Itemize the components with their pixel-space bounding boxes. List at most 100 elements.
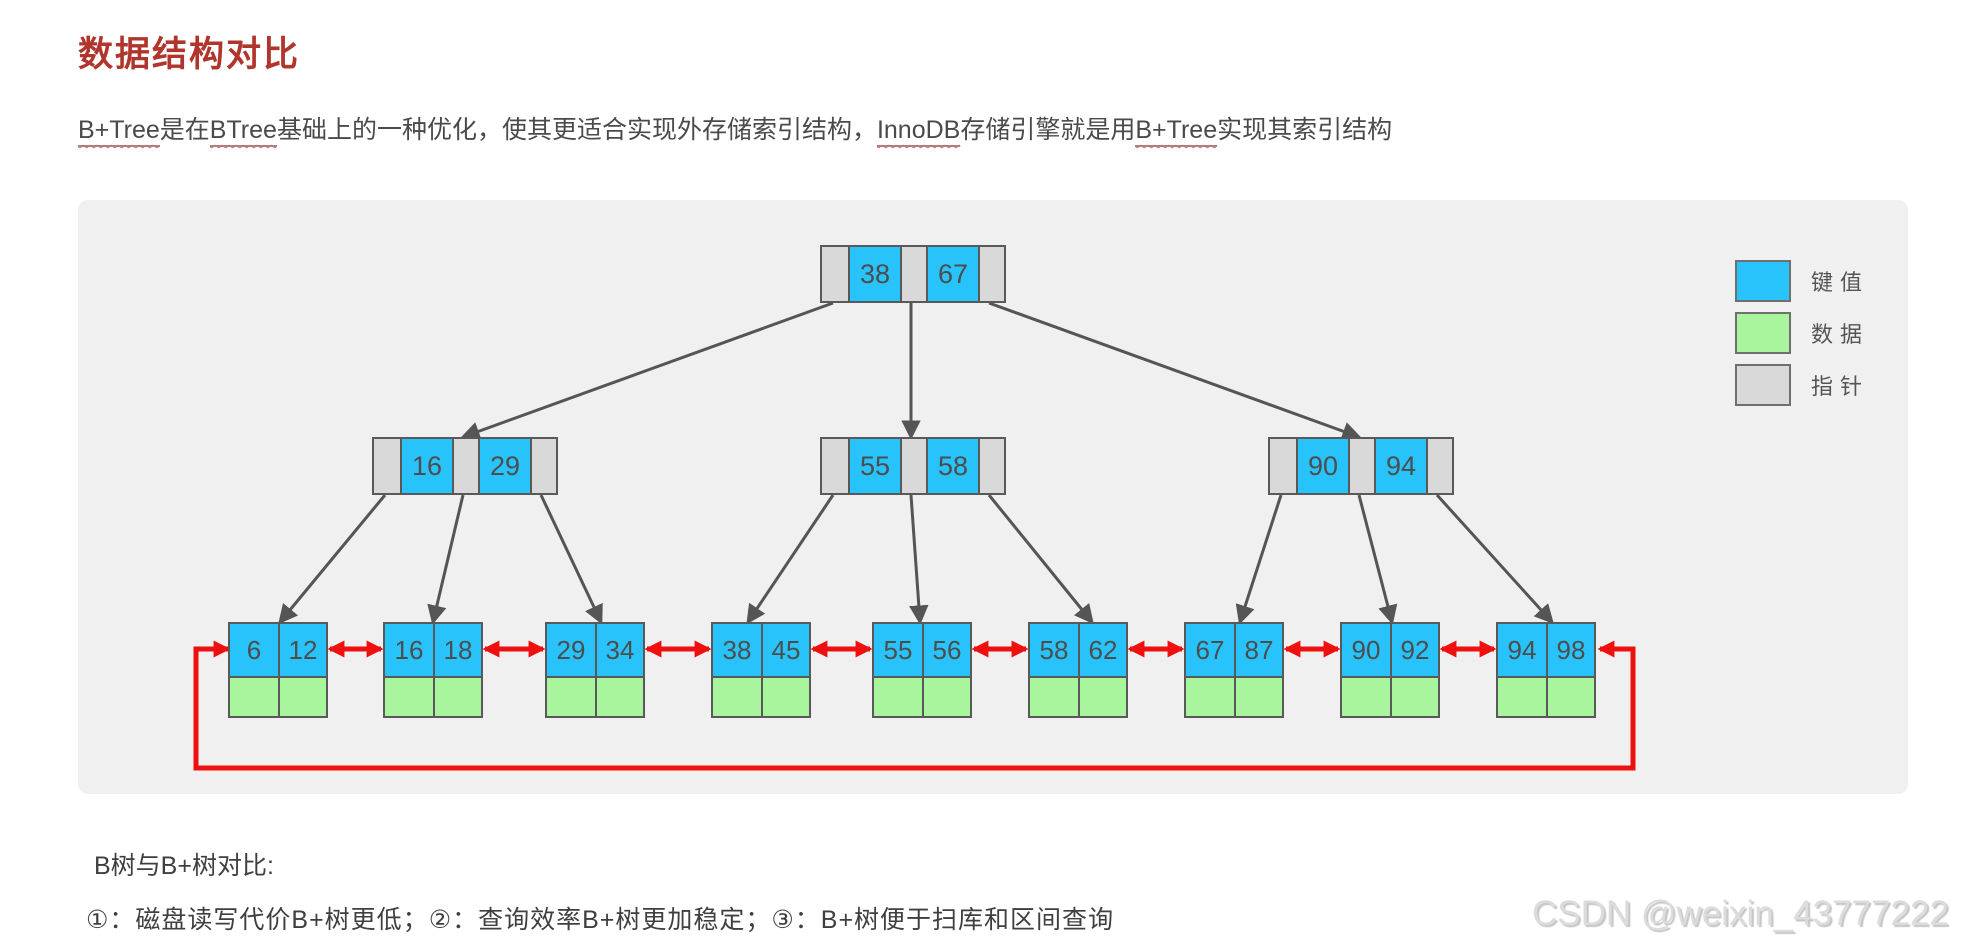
intro-term-underlined: B+Tree	[78, 116, 160, 147]
key-cell: 29	[478, 439, 530, 493]
pointer-cell	[900, 439, 926, 493]
key-cell: 38	[713, 624, 761, 676]
watermark: CSDN @weixin_43777222	[1532, 894, 1949, 933]
tree-edge-arrow	[909, 494, 929, 625]
legend-swatch-data	[1735, 312, 1791, 354]
legend-label-pointer: 指针	[1811, 374, 1870, 399]
pointer-cell	[374, 439, 400, 493]
legend: 键值 数据 指针	[1735, 260, 1869, 416]
key-cell: 92	[1390, 624, 1438, 676]
tree-edge-arrow	[278, 494, 387, 625]
key-cell: 94	[1374, 439, 1426, 493]
key-cell: 29	[547, 624, 595, 676]
btree-root-node: 38 67	[820, 245, 1006, 303]
key-cell: 55	[874, 624, 922, 676]
tree-edge-arrow	[987, 494, 1094, 625]
legend-row-keyvalue: 键值	[1735, 260, 1869, 302]
key-cell: 90	[1342, 624, 1390, 676]
data-cell	[874, 676, 922, 716]
data-cell	[230, 676, 278, 716]
data-cell	[1390, 676, 1438, 716]
key-cell: 87	[1234, 624, 1282, 676]
key-cell: 67	[1186, 624, 1234, 676]
intro-text: 基础上的一种优化，使其更适合实现外存储索引结构，	[276, 116, 877, 144]
pointer-cell	[822, 247, 848, 301]
legend-label-keyvalue: 键值	[1811, 270, 1870, 295]
data-cell	[433, 676, 481, 716]
comparison-heading: B树与B+树对比:	[94, 852, 274, 880]
pointer-cell	[530, 439, 556, 493]
intro-text: 是在	[159, 116, 210, 144]
key-cell: 45	[761, 624, 809, 676]
data-cell	[278, 676, 326, 716]
data-cell	[1030, 676, 1078, 716]
pointer-cell	[1270, 439, 1296, 493]
pointer-cell	[822, 439, 848, 493]
tree-edge-arrow	[539, 494, 603, 625]
key-cell: 16	[385, 624, 433, 676]
key-cell: 67	[926, 247, 978, 301]
data-cell	[1498, 676, 1546, 716]
tree-edge-arrow	[1435, 493, 1554, 625]
tree-edge-arrow	[746, 494, 835, 625]
tree-edge-arrow	[427, 494, 465, 625]
legend-label-data: 数据	[1811, 322, 1870, 347]
data-cell	[1546, 676, 1594, 716]
legend-swatch-keyvalue	[1735, 260, 1791, 302]
data-cell	[385, 676, 433, 716]
pointer-cell	[900, 247, 926, 301]
key-cell: 58	[1030, 624, 1078, 676]
data-cell	[1078, 676, 1126, 716]
intro-text: 存储引擎就是用	[960, 116, 1136, 144]
intro-paragraph: B+Tree是在BTree基础上的一种优化，使其更适合实现外存储索引结构，Inn…	[78, 110, 1393, 147]
key-cell: 90	[1296, 439, 1348, 493]
data-cell	[713, 676, 761, 716]
data-cell	[1186, 676, 1234, 716]
tree-edge-arrow	[460, 301, 834, 441]
key-cell: 34	[595, 624, 643, 676]
data-cell	[547, 676, 595, 716]
key-cell: 98	[1546, 624, 1594, 676]
legend-row-pointer: 指针	[1735, 364, 1869, 406]
key-cell: 6	[230, 624, 278, 676]
btree-internal-node: 90 94	[1268, 437, 1454, 495]
intro-text: 实现其索引结构	[1217, 116, 1393, 144]
intro-term-underlined: BTree	[209, 116, 277, 147]
key-cell: 18	[433, 624, 481, 676]
pointer-cell	[452, 439, 478, 493]
data-cell	[761, 676, 809, 716]
legend-swatch-pointer	[1735, 364, 1791, 406]
legend-row-data: 数据	[1735, 312, 1869, 354]
tree-edge-arrow	[1235, 494, 1283, 625]
pointer-cell	[978, 247, 1004, 301]
tree-edge-arrow	[988, 301, 1362, 441]
leaf-circular-link-arrow	[193, 640, 1636, 771]
data-cell	[595, 676, 643, 716]
pointer-cell	[978, 439, 1004, 493]
btree-internal-node: 55 58	[820, 437, 1006, 495]
key-cell: 94	[1498, 624, 1546, 676]
pointer-cell	[1426, 439, 1452, 493]
key-cell: 58	[926, 439, 978, 493]
comparison-points: ①：磁盘读写代价B+树更低；②：查询效率B+树更加稳定；③：B+树便于扫库和区间…	[86, 906, 1115, 934]
key-cell: 12	[278, 624, 326, 676]
tree-edge-arrow	[1357, 494, 1398, 625]
data-cell	[1342, 676, 1390, 716]
intro-term-underlined: B+Tree	[1135, 116, 1218, 147]
key-cell: 38	[848, 247, 900, 301]
tree-edges-layer	[193, 301, 1636, 771]
pointer-cell	[1348, 439, 1374, 493]
key-cell: 16	[400, 439, 452, 493]
key-cell: 55	[848, 439, 900, 493]
intro-term-underlined: InnoDB	[876, 116, 961, 147]
